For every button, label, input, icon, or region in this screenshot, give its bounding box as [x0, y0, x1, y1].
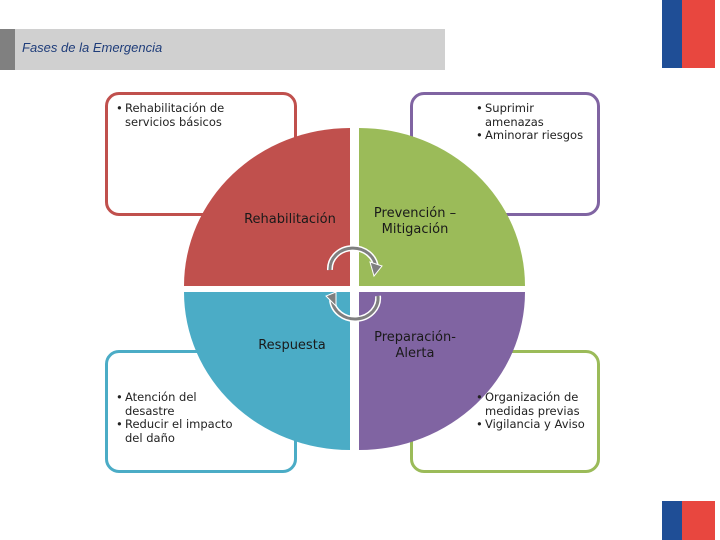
bullet-item: Reducir el impacto del daño — [116, 417, 246, 445]
phase-label-respuesta: Respuesta — [258, 338, 326, 353]
phase-label-preparacion-line1: Preparación- — [374, 330, 456, 345]
quadrant-rehabilitacion — [184, 128, 350, 286]
bullet-item: Atención del desastre — [116, 390, 246, 418]
bullet-item: Rehabilitación de servicios básicos — [116, 101, 266, 129]
phase-label-prevencion-line2: Mitigación — [381, 222, 449, 237]
quadrant-respuesta — [184, 292, 350, 450]
box-top-left-text: Rehabilitación de servicios básicos — [116, 101, 266, 129]
quadrant-prevencion — [359, 128, 525, 286]
bullet-item: Vigilancia y Aviso — [476, 417, 600, 432]
cycle-arrows-icon — [325, 245, 383, 322]
quadrant-preparacion — [359, 292, 525, 450]
title-accent-strip — [0, 29, 15, 70]
flag-decoration-bottom — [662, 501, 715, 540]
phase-label-prevencion-line1: Prevención – — [373, 206, 457, 221]
page-title: Fases de la Emergencia — [22, 40, 163, 55]
flag-decoration-top — [662, 0, 715, 68]
phase-label-prevencion: Prevención – Mitigación — [360, 206, 470, 238]
box-bottom-right-text: Organización de medidas previas Vigilanc… — [476, 390, 600, 432]
title-bar: Fases de la Emergencia — [0, 29, 445, 70]
bullet-item: Organización de medidas previas — [476, 390, 600, 418]
phase-label-preparacion: Preparación- Alerta — [360, 330, 470, 362]
box-top-right-text: Suprimir amenazas Aminorar riesgos — [476, 101, 596, 143]
box-bottom-left-text: Atención del desastre Reducir el impacto… — [116, 390, 246, 445]
bullet-item: Suprimir amenazas — [476, 101, 596, 129]
phase-label-rehabilitacion: Rehabilitación — [244, 212, 336, 227]
phase-label-preparacion-line2: Alerta — [395, 346, 435, 361]
bullet-item: Aminorar riesgos — [476, 128, 596, 143]
